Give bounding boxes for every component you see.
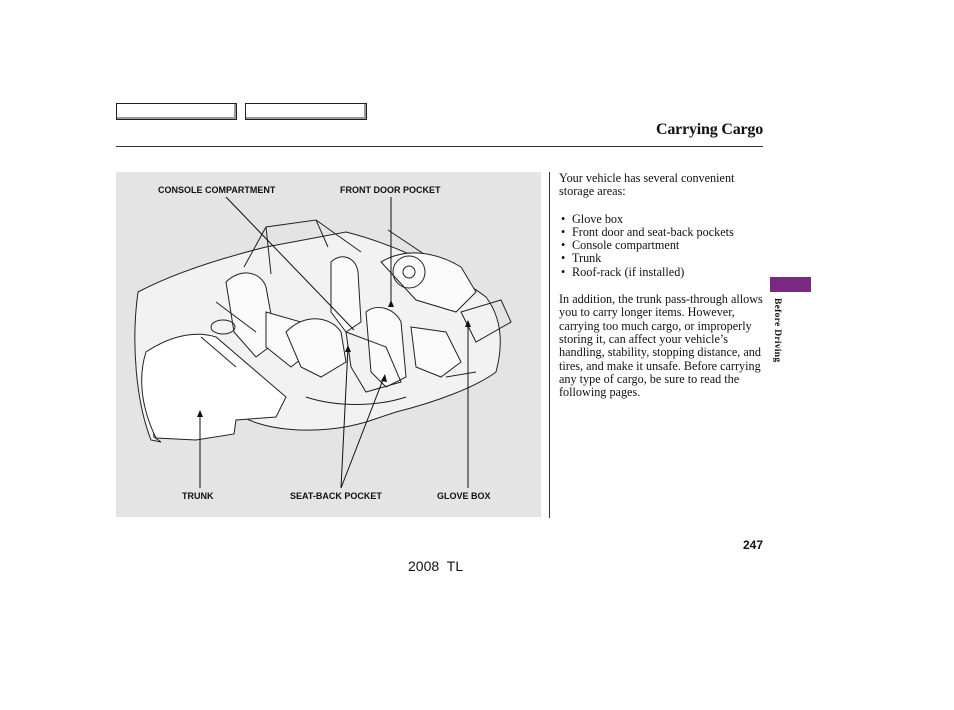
page-title: Carrying Cargo bbox=[656, 121, 763, 138]
vehicle-storage-illustration: CONSOLE COMPARTMENT FRONT DOOR POCKET TR… bbox=[116, 172, 541, 517]
callout-front-door-pocket: FRONT DOOR POCKET bbox=[340, 185, 441, 195]
callout-seat-back-pocket: SEAT-BACK POCKET bbox=[290, 491, 382, 501]
list-item: Front door and seat-back pockets bbox=[559, 225, 764, 239]
model-footer: 2008 TL bbox=[408, 558, 464, 574]
body-text: Your vehicle has several convenient stor… bbox=[559, 171, 764, 400]
list-item: Console compartment bbox=[559, 238, 764, 252]
list-item: Trunk bbox=[559, 252, 764, 266]
nav-button-next[interactable] bbox=[245, 103, 367, 120]
callout-trunk: TRUNK bbox=[182, 491, 214, 501]
header-rule bbox=[116, 146, 763, 147]
cargo-warning-paragraph: In addition, the trunk pass-through allo… bbox=[559, 292, 763, 400]
storage-list: Glove box Front door and seat-back pocke… bbox=[559, 212, 764, 280]
callout-console-compartment: CONSOLE COMPARTMENT bbox=[158, 185, 276, 195]
section-label: Before Driving bbox=[772, 298, 782, 363]
intro-paragraph: Your vehicle has several convenient stor… bbox=[559, 171, 735, 199]
page-number: 247 bbox=[742, 538, 763, 552]
section-tab[interactable] bbox=[770, 277, 811, 292]
nav-button-previous[interactable] bbox=[116, 103, 237, 120]
list-item: Roof-rack (if installed) bbox=[559, 265, 764, 279]
callout-glove-box: GLOVE BOX bbox=[437, 491, 491, 501]
list-item: Glove box bbox=[559, 212, 764, 226]
column-divider bbox=[549, 172, 550, 518]
car-cutaway-drawing bbox=[134, 196, 512, 489]
